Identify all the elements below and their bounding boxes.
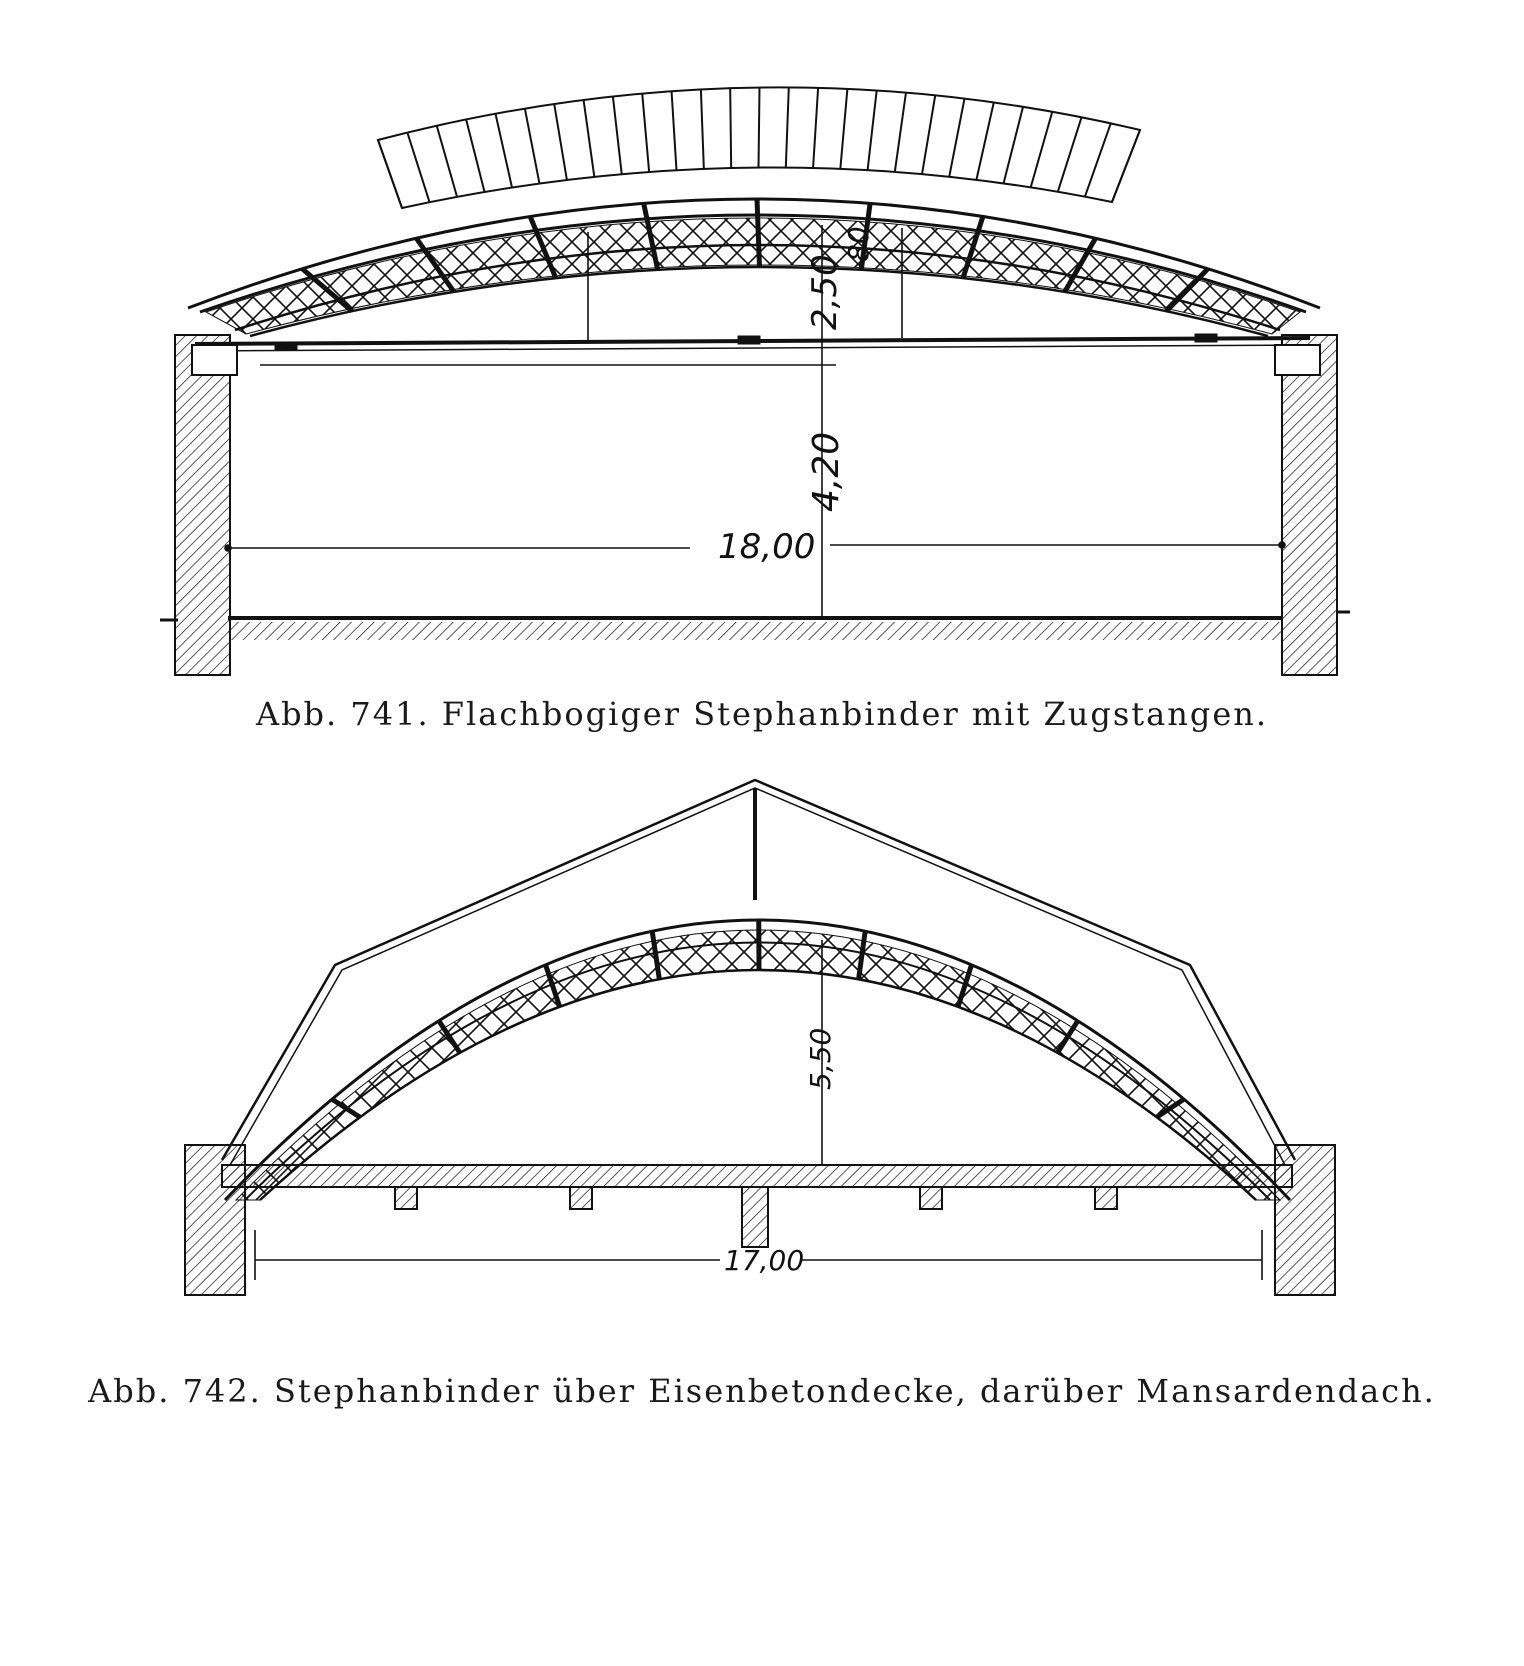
- roof-cover: [376, 86, 1142, 210]
- figure-742-drawing: 5,50 17,00: [184, 778, 1336, 1296]
- tie-rod: [194, 333, 1311, 352]
- arch-truss: [187, 197, 1321, 338]
- mansard-roof: [220, 778, 1297, 1166]
- walls: [174, 334, 1338, 676]
- floor: [160, 610, 1350, 640]
- dimension-member-label: 80: [842, 226, 875, 262]
- dimension-rise-742-label: 5,50: [804, 1028, 837, 1090]
- figure-741-caption: Abb. 741. Flachbogiger Stephanbinder mit…: [255, 695, 1269, 733]
- reinforced-concrete-slab: [184, 1144, 1336, 1296]
- dimension-span-label: 18,00: [718, 527, 815, 567]
- dimension-lines-742: [254, 940, 1263, 1280]
- dimension-rise-label: 2,50: [805, 254, 845, 330]
- arch-truss-742: [223, 918, 1292, 1202]
- dimension-lines: [224, 225, 1286, 618]
- figure-742-caption: Abb. 742. Stephanbinder über Eisenbetond…: [88, 1372, 1436, 1410]
- dimension-height-label: 4,20: [806, 432, 847, 512]
- dimension-span-742-label: 17,00: [724, 1244, 804, 1277]
- figure-741-drawing: 2,50 80 4,20 18,00: [160, 86, 1350, 676]
